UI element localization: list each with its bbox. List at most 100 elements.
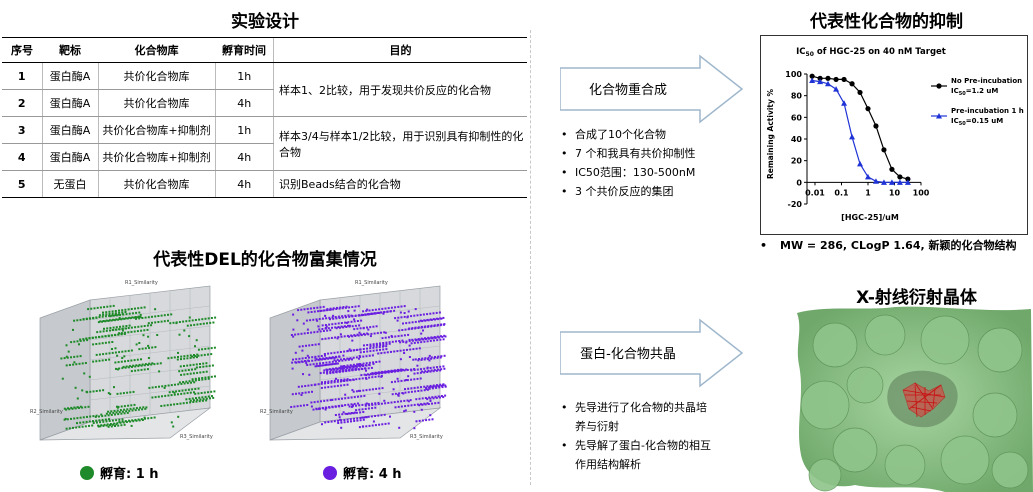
- data-point: [73, 417, 76, 420]
- data-point: [359, 419, 362, 422]
- data-point: [377, 311, 380, 314]
- data-point: [356, 417, 359, 420]
- data-point: [198, 396, 201, 399]
- data-point: [324, 358, 326, 361]
- data-point: [78, 426, 81, 429]
- data-point: [160, 405, 163, 407]
- data-point: [400, 305, 403, 308]
- data-point: [143, 306, 146, 309]
- data-point: [400, 368, 403, 371]
- data-point: [129, 391, 132, 394]
- data-point: [410, 387, 413, 390]
- data-point: [407, 375, 410, 378]
- data-point: [121, 350, 124, 353]
- data-point: [365, 416, 368, 419]
- data-point: [209, 321, 212, 324]
- data-point: [191, 397, 194, 400]
- data-point: [325, 357, 328, 359]
- data-point: [374, 371, 377, 374]
- data-point: [167, 313, 169, 316]
- data-point: [196, 356, 198, 359]
- data-point: [64, 417, 67, 420]
- data-point: [370, 332, 373, 335]
- data-point: [426, 340, 429, 343]
- data-point: [443, 367, 446, 370]
- data-point: [397, 335, 400, 338]
- data-point: [420, 403, 423, 406]
- data-point: [365, 309, 368, 312]
- data-point: [109, 327, 112, 329]
- data-point: [87, 405, 90, 408]
- data-point: [322, 371, 325, 374]
- data-point: [154, 321, 157, 324]
- data-point: [330, 336, 333, 339]
- data-point: [138, 342, 141, 344]
- data-point: [324, 406, 327, 409]
- data-point: [364, 367, 367, 370]
- cell-library: 共价化合物库: [97, 170, 215, 198]
- data-point: [194, 355, 197, 358]
- data-point: [130, 370, 133, 373]
- data-point: [319, 362, 321, 365]
- data-point: [402, 322, 404, 325]
- data-point: [125, 365, 128, 368]
- data-point: [434, 318, 436, 321]
- data-point: [443, 354, 446, 357]
- data-point: [359, 327, 362, 330]
- data-point: [95, 419, 98, 422]
- data-point: [371, 402, 373, 405]
- list-item: 7 个和我具有共价抑制性: [561, 144, 751, 163]
- data-point: [108, 310, 111, 313]
- data-point: [375, 361, 378, 363]
- data-point: [378, 392, 381, 395]
- list-item: 先导解了蛋白-化合物的相互作用结构解析: [561, 436, 711, 474]
- data-point: [395, 340, 397, 343]
- data-point: [330, 420, 333, 423]
- arrow-shape: [560, 318, 744, 388]
- data-point: [372, 361, 375, 364]
- data-point: [109, 423, 112, 425]
- data-point: [440, 395, 443, 397]
- data-point: [417, 327, 420, 329]
- data-point: [358, 426, 361, 429]
- axis-label: R3_Similarity: [410, 434, 443, 440]
- data-point: [300, 394, 303, 396]
- data-point: [833, 86, 840, 92]
- data-point: [321, 338, 324, 341]
- data-point: [335, 327, 338, 330]
- cell-target: 蛋白酶A: [41, 143, 98, 171]
- data-point: [335, 360, 337, 363]
- data-point: [108, 424, 111, 427]
- data-point: [189, 399, 192, 402]
- data-point: [95, 421, 98, 424]
- data-point: [76, 417, 79, 420]
- data-point: [397, 305, 400, 308]
- data-point: [385, 341, 388, 344]
- data-point: [96, 306, 99, 309]
- data-point: [134, 316, 137, 318]
- data-point: [352, 363, 355, 366]
- data-point: [394, 370, 396, 373]
- data-point: [350, 349, 352, 352]
- data-point: [326, 329, 329, 332]
- data-point: [346, 413, 349, 415]
- legend-marker: [936, 83, 942, 89]
- data-point: [432, 384, 435, 387]
- data-point: [124, 331, 127, 334]
- data-point: [373, 372, 376, 375]
- data-point: [324, 408, 327, 411]
- data-point: [331, 367, 334, 370]
- data-point: [397, 394, 400, 397]
- data-point: [74, 407, 77, 410]
- data-point: [308, 373, 311, 376]
- data-point: [76, 422, 78, 425]
- data-point: [412, 348, 415, 351]
- data-point: [389, 415, 391, 418]
- data-point: [415, 398, 418, 401]
- data-point: [426, 358, 429, 361]
- data-point: [334, 326, 337, 329]
- data-point: [188, 397, 191, 400]
- data-point: [134, 326, 137, 329]
- data-point: [122, 325, 125, 328]
- data-point: [316, 330, 319, 333]
